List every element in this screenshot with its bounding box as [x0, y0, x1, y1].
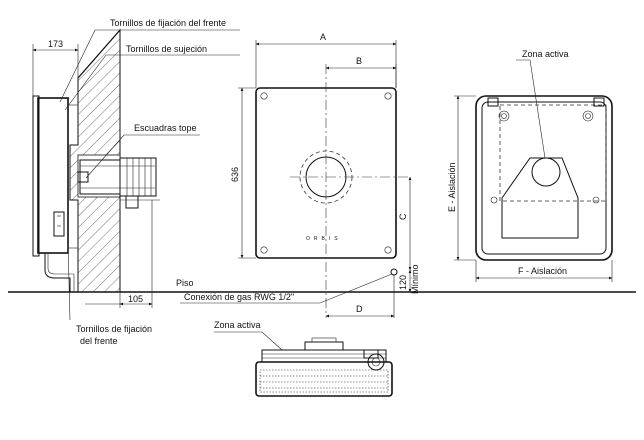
dim-e-label: E - Aislación — [447, 162, 457, 212]
heater-side-body — [32, 95, 78, 292]
label-tornillos-fijacion-bottom-2: del frente — [80, 336, 118, 346]
dim-min-label: Mínimo — [410, 264, 420, 294]
insulation-view: E - Aislación F - Aislación Zona activa — [447, 49, 613, 282]
dim-depth: 173 — [32, 39, 79, 96]
label-zona-activa-bottom: Zona activa — [214, 320, 261, 330]
flue-duct — [79, 157, 160, 209]
dim-d: D — [356, 304, 363, 314]
dim-depth-value: 173 — [48, 39, 63, 49]
dim-c: C — [398, 213, 408, 220]
dim-b: B — [356, 56, 362, 66]
dim-height: 636 — [230, 167, 240, 182]
top-view-body — [255, 361, 393, 397]
label-piso: Piso — [176, 278, 194, 288]
label-tornillos-fijacion-top: Tornillos de fijación del frente — [110, 18, 226, 28]
label-escuadras-tope: Escuadras tope — [134, 123, 197, 133]
insulation-outline — [475, 95, 613, 261]
dim-min-height: 120 — [398, 275, 408, 290]
label-zona-activa-right: Zona activa — [522, 49, 569, 59]
burner-shape — [501, 157, 579, 239]
dim-floor-offset: 105 — [85, 200, 153, 308]
label-tornillos-fijacion-bottom-1: Tornillos de fijación — [76, 324, 152, 334]
dim-a: A — [320, 32, 326, 42]
side-view: 173 105 Tornillos de fijación del frente… — [32, 18, 240, 346]
brand-logo: ORBIS — [306, 236, 342, 242]
top-view: Zona activa — [214, 320, 393, 397]
wall-opening — [77, 154, 121, 198]
label-conexion-gas: Conexión de gas RWG 1/2" — [184, 292, 294, 302]
label-tornillos-sujecion: Tornillos de sujeción — [126, 44, 207, 54]
dim-f-label: F - Aislación — [518, 266, 567, 276]
front-view: ORBIS A B 636 C 120 Mínimo D Conexión de… — [180, 32, 420, 318]
dim-floor-offset-value: 105 — [128, 294, 143, 304]
